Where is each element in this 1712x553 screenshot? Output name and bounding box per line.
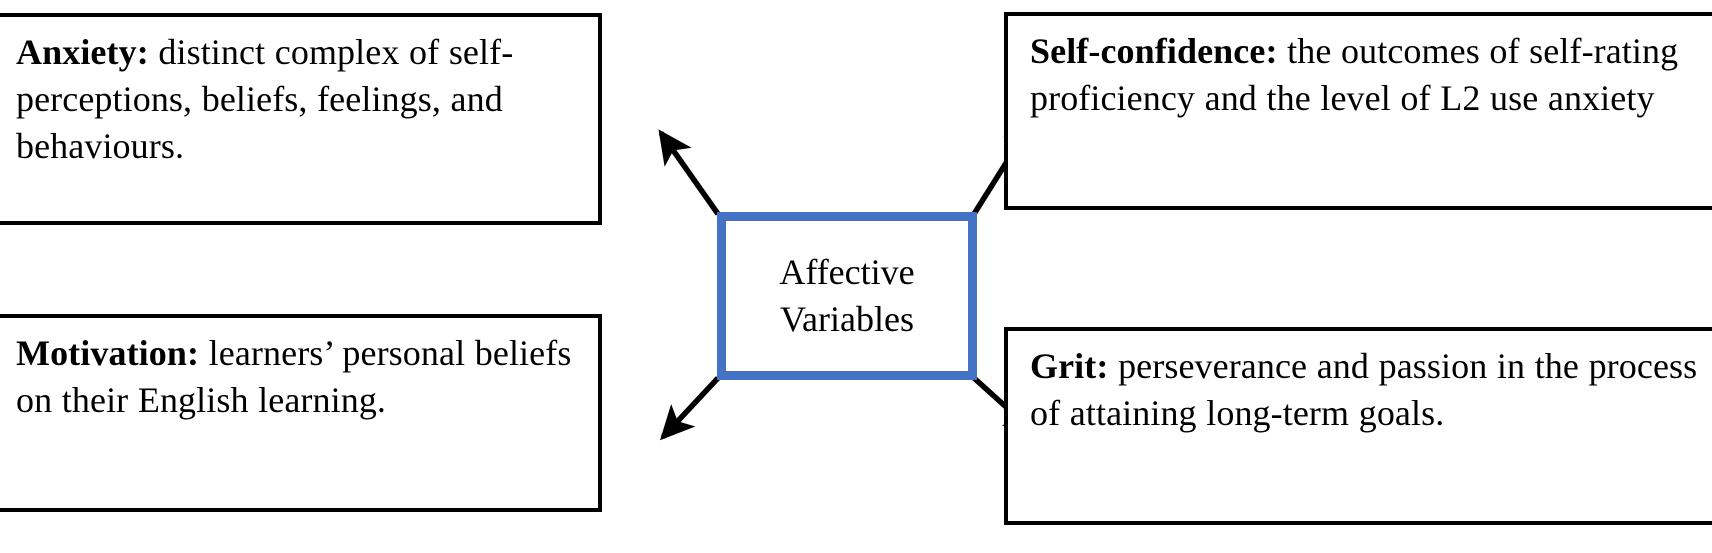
node-definition-grit: perseverance and passion in the process … [1030,346,1698,433]
node-term-grit: Grit: [1030,346,1109,386]
node-text-self-confidence: Self-confidence: the outcomes of self-ra… [1008,16,1712,132]
node-term-motivation: Motivation: [16,333,200,373]
node-box-self-confidence: Self-confidence: the outcomes of self-ra… [1004,12,1712,210]
node-box-center: Affective Variables [717,212,977,380]
node-text-motivation: Motivation: learners’ personal beliefs o… [0,318,598,434]
node-box-motivation: Motivation: learners’ personal beliefs o… [0,314,602,512]
node-term-anxiety: Anxiety: [16,32,149,72]
arrow-center-to-anxiety [658,129,721,216]
node-box-anxiety: Anxiety: distinct complex of self-percep… [0,13,602,225]
node-term-self-confidence: Self-confidence: [1030,31,1278,71]
node-definition-motivation: learners’ personal beliefs on their Engl… [16,333,572,420]
node-text-anxiety: Anxiety: distinct complex of self-percep… [0,17,598,179]
node-definition-anxiety: distinct complex of self-perceptions, be… [16,32,514,166]
arrow-center-to-motivation [659,376,721,441]
node-label-center: Affective Variables [779,252,915,339]
node-definition-self-confidence: the outcomes of self-rating proficiency … [1030,31,1679,118]
node-text-grit: Grit: perseverance and passion in the pr… [1008,331,1712,447]
node-box-grit: Grit: perseverance and passion in the pr… [1004,327,1712,525]
